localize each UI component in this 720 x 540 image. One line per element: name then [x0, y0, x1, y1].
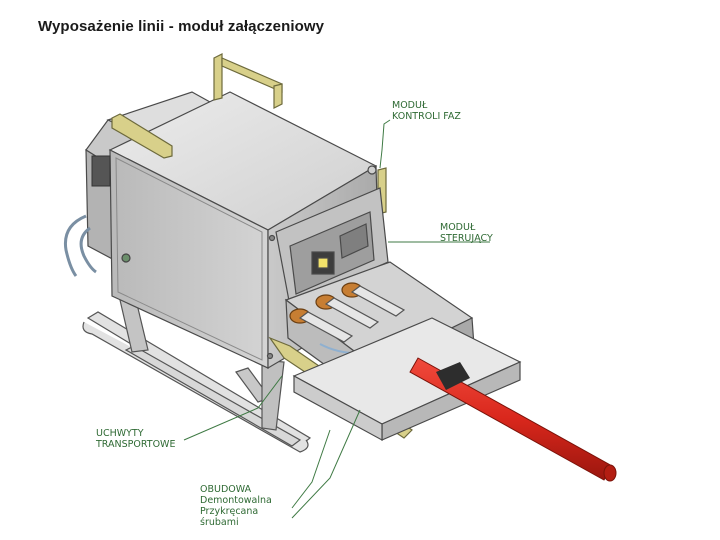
leader-lines	[183, 119, 490, 519]
base-skis	[82, 299, 312, 453]
label-control-module: MODUŁ STERUJĄCY	[440, 222, 493, 244]
label-phase-control-module: MODUŁ KONTROLI FAZ	[392, 100, 461, 122]
lower-drawer	[292, 317, 522, 442]
side-cables	[63, 214, 97, 277]
page-title: Wyposażenie linii - moduł załączeniowy	[38, 18, 325, 35]
side-connector	[91, 155, 111, 187]
label-housing: OBUDOWA Demontowalna Przykręcana śrubami	[200, 484, 272, 528]
control-compartment	[275, 187, 389, 307]
label-transport-handles: UCHWYTY TRANSPORTOWE	[96, 428, 176, 450]
red-rod	[409, 357, 617, 482]
